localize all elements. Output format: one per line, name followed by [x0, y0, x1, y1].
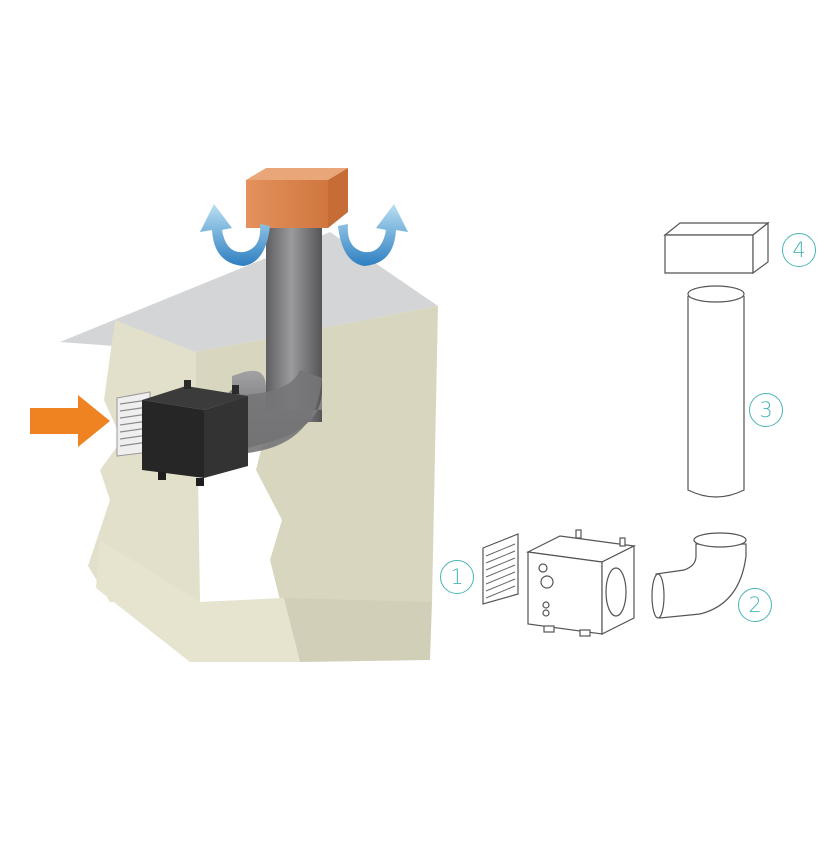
- callout-3: 3: [749, 393, 783, 427]
- callout-4: 4: [782, 233, 816, 267]
- inflow-arrow-icon: [30, 395, 110, 447]
- ventilation-unit: [142, 380, 248, 486]
- part-duct-pipe: [687, 285, 745, 498]
- installation-scene: [30, 168, 438, 662]
- chimney-cap-installed: [246, 168, 348, 228]
- room-floor: [96, 540, 300, 662]
- part-duct-elbow: [651, 532, 747, 619]
- callout-2: 2: [738, 588, 772, 622]
- exploded-parts: [482, 221, 770, 637]
- part-grille: [482, 533, 519, 605]
- part-ventilation-unit: [525, 529, 637, 637]
- room-floor-right: [284, 598, 432, 662]
- outflow-arrow-right-icon: [338, 204, 408, 266]
- callout-1: 1: [440, 560, 474, 594]
- outflow-arrow-left-icon: [200, 204, 270, 266]
- roof-plane: [60, 232, 438, 352]
- outflow-arrows: [200, 204, 408, 266]
- part-chimney-cap: [663, 221, 770, 275]
